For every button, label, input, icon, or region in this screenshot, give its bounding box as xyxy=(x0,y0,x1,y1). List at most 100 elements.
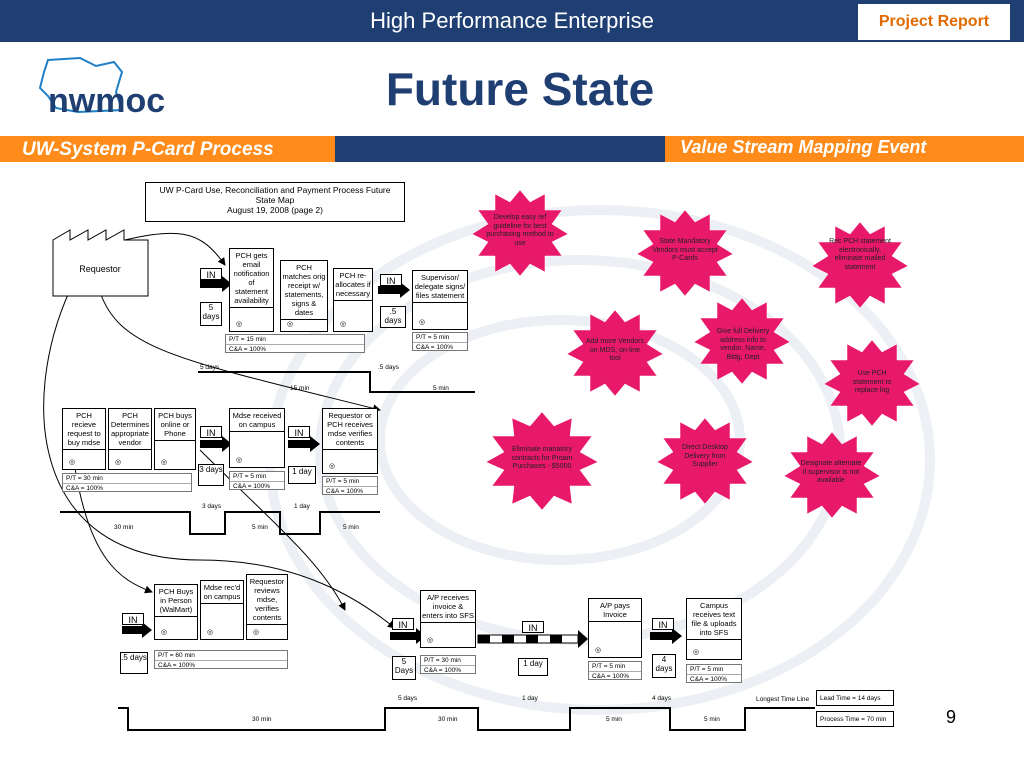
in-label-r2-2: IN xyxy=(288,426,310,438)
kaizen-text-5: Give full Delivery address info to vendo… xyxy=(716,328,770,361)
subheader-left-bg xyxy=(0,136,335,162)
inventory-r3-3: 1 day xyxy=(518,658,548,676)
kaizen-text-1: Develop easy ref guideline for best purc… xyxy=(486,214,554,247)
process-r2-2: PCH Determines appropriate vendor◎ xyxy=(108,408,152,470)
kaizen-burst-9 xyxy=(783,431,881,519)
in-label-r3-3: IN xyxy=(522,621,544,633)
electronic-arrow-row3 xyxy=(477,630,588,648)
timeline-r3-days3: 4 days xyxy=(652,695,672,702)
kaizen-burst-1 xyxy=(471,189,569,277)
process-r3-6: Campus receives text file & uploads into… xyxy=(686,598,742,660)
inventory-r3-4: 4 days xyxy=(652,654,676,678)
kaizen-burst-5 xyxy=(693,297,791,385)
map-title-box: UW P-Card Use, Reconciliation and Paymen… xyxy=(145,182,405,222)
subheader-right-bg xyxy=(665,136,1024,162)
timeline-r3-min3: 5 min xyxy=(606,716,622,723)
in-label-r3-1: IN xyxy=(122,613,144,625)
in-label-r3-4: IN xyxy=(652,618,674,630)
timeline-r1-days2: .5 days xyxy=(378,364,399,371)
timeline-r1-min2: 5 min xyxy=(433,385,449,392)
wisconsin-map-icon xyxy=(38,56,124,114)
process-name: UW-System P-Card Process xyxy=(22,139,274,160)
process-r3-3: Requestor reviews mdse, verifies content… xyxy=(246,574,288,640)
timeline-r2-min1: 30 min xyxy=(114,524,134,531)
timeline-r3-days2: 1 day xyxy=(522,695,538,702)
in-label-r2-1: IN xyxy=(200,426,222,438)
timeline-r1-min1: 15 min xyxy=(290,385,310,392)
kaizen-text-6: Use PCH statement to replace log xyxy=(852,370,892,394)
kaizen-burst-3 xyxy=(811,221,909,309)
kaizen-text-9: Designate alternate if supervisor is not… xyxy=(800,460,862,484)
inventory-r1-2: .5 days xyxy=(380,306,406,328)
process-time-box: Process Time = 70 min xyxy=(816,711,894,727)
in-label-r1-1: IN xyxy=(200,268,222,280)
process-r2-4: Mdse received on campus◎ xyxy=(229,408,285,468)
inventory-r3-2: 5 Days xyxy=(392,656,416,680)
timeline-r2-min2: 5 min xyxy=(252,524,268,531)
project-report-label: Project Report xyxy=(858,4,1010,40)
page-title: Future State xyxy=(385,63,655,115)
requestor-factory-icon xyxy=(52,229,149,297)
inventory-r2-2: 1 day xyxy=(288,466,316,484)
kaizen-text-2: State Mandatory Vendors must accept P-Ca… xyxy=(652,238,718,262)
timeline-r2-days2: 1 day xyxy=(294,503,310,510)
kaizen-text-8: Direct Desktop Delivery from Supplier xyxy=(682,444,728,468)
process-r3-1: PCH Buys in Person (WalMart)◎ xyxy=(154,584,198,640)
timeline-r3-min4: 5 min xyxy=(704,716,720,723)
push-arrow-row2-b xyxy=(288,436,320,452)
map-title-line2: State Map xyxy=(255,195,295,205)
kaizen-burst-2 xyxy=(636,209,734,297)
map-title-line1: UW P-Card Use, Reconciliation and Paymen… xyxy=(159,185,391,195)
kaizen-text-7: Eliminate manatory contracts for Proam P… xyxy=(511,446,573,470)
process-r2-5: Requestor or PCH receives mdse verifies … xyxy=(322,408,378,474)
in-label-r1-2: IN xyxy=(380,274,402,286)
push-arrow-row1-a xyxy=(200,276,232,292)
timeline-r3-min2: 30 min xyxy=(438,716,458,723)
inventory-r3-1: .5 days xyxy=(120,652,148,674)
kaizen-burst-8 xyxy=(656,417,754,505)
process-r3-4: A/P receives invoice & enters into SFS◎ xyxy=(420,590,476,648)
kaizen-burst-7 xyxy=(485,411,599,511)
kaizen-text-3: Rec PCH statement electronically, elimin… xyxy=(829,238,891,271)
timeline-r3-min1: 30 min xyxy=(252,716,272,723)
lead-time-box: Lead Time = 14 days xyxy=(816,690,894,706)
timeline-r3-days1: 5 days xyxy=(398,695,418,702)
kaizen-burst-4 xyxy=(566,309,664,397)
push-arrow-row2-a xyxy=(200,436,232,452)
process-r1-4: Supervisor/ delegate signs/ files statem… xyxy=(412,270,468,330)
top-banner xyxy=(0,0,1024,42)
process-r1-3: PCH re-allocates if necessary◎ xyxy=(333,268,373,332)
process-r3-2: Mdse rec'd on campus◎ xyxy=(200,580,244,640)
map-title-line3: August 19, 2008 (page 2) xyxy=(227,205,323,215)
push-arrow-row3-a xyxy=(122,622,152,638)
in-label-r3-2: IN xyxy=(392,618,414,630)
inventory-r2-1: 3 days xyxy=(198,464,224,486)
process-r1-2: PCH matches orig receipt w/ statements, … xyxy=(280,260,328,332)
push-arrow-row1-b xyxy=(378,282,410,298)
header-title: High Performance Enterprise xyxy=(370,8,654,33)
process-r2-1: PCH recieve request to buy mdse◎ xyxy=(62,408,106,470)
requestor-label: Requestor xyxy=(79,264,121,274)
kaizen-burst-6 xyxy=(823,339,921,427)
process-r1-1: PCH gets email notification of statement… xyxy=(229,248,274,332)
inventory-r1-1: 5 days xyxy=(200,302,222,326)
process-r3-5: A/P pays Invoice◎ xyxy=(588,598,642,658)
push-arrow-row3-c xyxy=(650,628,682,644)
kaizen-text-4: Add more Vendors on MDS, on-line tool xyxy=(586,338,644,362)
process-r2-3: PCH buys online or Phone◎ xyxy=(154,408,196,470)
timeline-r1-days1: 5 days xyxy=(200,364,220,371)
timeline-r2-min3: 5 min xyxy=(343,524,359,531)
nwmoc-logo: nwmoc xyxy=(48,82,166,120)
page-number: 9 xyxy=(946,707,957,727)
longest-time-line-label: Longest Time Line xyxy=(756,696,810,703)
